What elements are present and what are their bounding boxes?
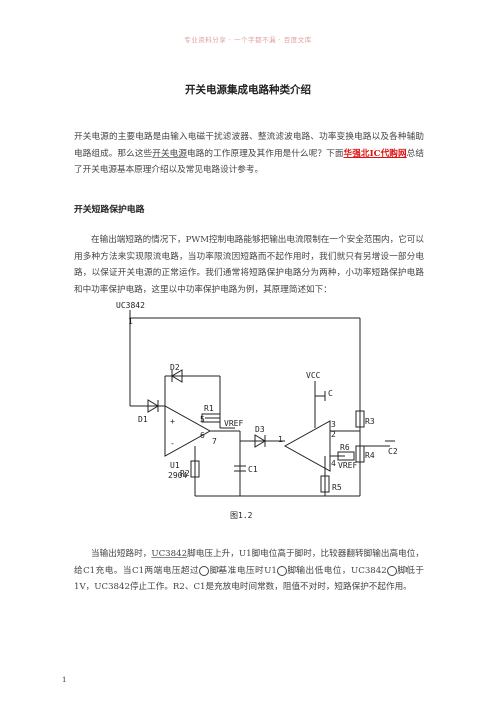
label-c1: C1 (248, 465, 258, 474)
opamp-u1 (164, 405, 212, 457)
analysis-paragraph: 当输出短路时，UC3842脚电压上升，U1脚电位高于脚时，比较器翻转脚输出高电位… (74, 546, 424, 596)
label-pin-out: 1 (278, 435, 283, 444)
intro-text-2: 电路的工作原理及其作用是什么呢？下面 (187, 148, 344, 159)
document-title: 开关电源集成电路种类介绍 (185, 84, 311, 96)
label-minus: - (170, 439, 175, 448)
r5-resistor (320, 475, 330, 493)
r1-resistor (201, 413, 221, 423)
analysis-a: 当输出短路时， (91, 549, 152, 559)
label-pin6: 6 (200, 431, 205, 440)
r3-resistor (355, 410, 365, 428)
label-u1: U1 (170, 461, 180, 470)
circled-7: 7 (276, 565, 299, 576)
d1-diode (147, 399, 159, 413)
label-pin5: 5 (200, 415, 205, 424)
label-r2: R2 (180, 469, 190, 478)
opamp-u2 (283, 420, 331, 472)
r6-resistor (337, 451, 355, 461)
label-pin3: 3 (331, 420, 336, 429)
label-pin4: 4 (331, 459, 336, 468)
label-c: C (328, 389, 333, 398)
circled-1: 1 (386, 565, 409, 576)
analysis-c: 脚基准电压时U1 (209, 565, 277, 576)
label-vref-2: VREF (338, 461, 357, 470)
label-c2: C2 (388, 447, 398, 456)
d3-diode (254, 434, 266, 448)
label-d2: D2 (170, 363, 180, 372)
label-r6: R6 (340, 443, 350, 452)
section-paragraph: 在输出端短路的情况下，PWM控制电路能够把输出电流限制在一个安全范围内，它可以用… (74, 235, 424, 295)
intro-paragraph: 开关电源的主要电路是由输入电磁干扰滤波器、整流滤波电路、功率变换电路以及各种辅助… (74, 129, 424, 179)
figure-caption: 图1.2 (230, 511, 253, 520)
label-r4: R4 (365, 451, 375, 460)
label-vcc: VCC (306, 371, 321, 380)
label-plus: + (170, 417, 175, 426)
analysis-d: 脚输出低电位，UC3842 (286, 565, 387, 576)
label-d1: D1 (138, 415, 148, 424)
label-r1: R1 (204, 404, 214, 413)
label-r3: R3 (365, 417, 375, 426)
circuit-diagram: UC3842 1 D1 D2 D3 R1 R2 R3 R4 R5 R6 C C1… (116, 301, 398, 520)
r2-resistor (190, 460, 200, 478)
analysis-b: 脚电压上升，U1脚电位高于脚时，比较器翻转脚输出高电位，给C1充电。当C1两端电… (74, 549, 424, 576)
uc3842-link[interactable]: UC3842 (151, 549, 188, 559)
label-pin2: 2 (331, 430, 336, 439)
section-title: 开关短路保护电路 (74, 205, 145, 215)
intro-text-3: 总结了开关电源基本原理介绍以及常见电路设计参考。 (74, 148, 424, 176)
header-note: 专业资料分享 · 一个字都不漏 · 百度文库 (184, 36, 312, 44)
circled-5: 5 (199, 565, 221, 576)
label-uc3842: UC3842 (116, 301, 145, 310)
label-vref-1: VREF (224, 419, 243, 428)
label-pin7: 7 (212, 437, 217, 446)
intro-text-1: 开关电源的主要电路是由输入电磁干扰滤波器、整流滤波电路、功率变换电路以及各种辅助… (74, 132, 424, 159)
analysis-e: 脚低于1V，UC3842停止工作。R2、C1是充放电时间常数，阻值不对时，短路保… (74, 565, 424, 593)
ic-shop-link[interactable]: 华强北IC代购网 (343, 148, 407, 159)
label-d3: D3 (255, 425, 265, 434)
d2-diode (171, 369, 183, 383)
label-r5: R5 (332, 483, 342, 492)
switching-power-link[interactable]: 开关电源 (152, 148, 188, 159)
page-number: 1 (62, 676, 67, 684)
label-u1-part: 2904 (168, 471, 187, 480)
label-pin1: 1 (128, 317, 133, 326)
